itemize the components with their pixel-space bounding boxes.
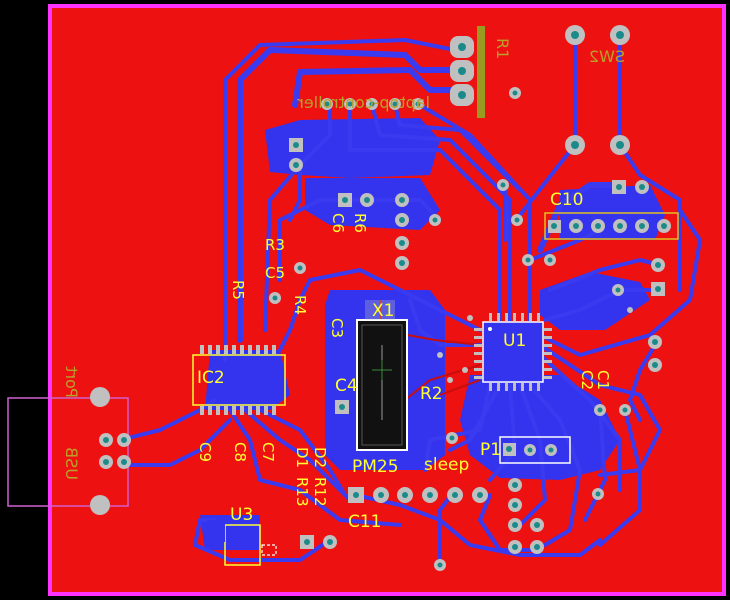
label-u1: U1 bbox=[503, 331, 526, 351]
u1-pin bbox=[497, 313, 500, 321]
board-outline bbox=[48, 4, 726, 596]
label-r5: R5 bbox=[229, 280, 247, 300]
u1-chip-footprint bbox=[482, 321, 544, 383]
ic2-pin bbox=[232, 345, 236, 354]
label-c5: C5 bbox=[265, 264, 285, 282]
ic2-chip-footprint bbox=[192, 354, 286, 406]
u1-pin bbox=[521, 383, 524, 391]
u1-pin bbox=[474, 336, 482, 339]
u1-pin bbox=[474, 352, 482, 355]
right-bottom-connector-pads bbox=[508, 478, 544, 554]
u1-pin bbox=[544, 336, 552, 339]
label-r12: R12 bbox=[311, 477, 329, 507]
u1-pin bbox=[505, 383, 508, 391]
u1-pin bbox=[474, 344, 482, 347]
ic2-pins bbox=[200, 345, 276, 415]
ic2-pin bbox=[200, 345, 204, 354]
u1-pin bbox=[513, 383, 516, 391]
label-c9: C9 bbox=[196, 442, 214, 462]
u3-regulator-footprint bbox=[207, 520, 277, 566]
ic2-pin bbox=[248, 406, 252, 415]
u1-pin bbox=[544, 360, 552, 363]
u1-pin bbox=[474, 376, 482, 379]
c10-header-pads bbox=[544, 212, 679, 240]
ic2-pin bbox=[224, 345, 228, 354]
u1-pin bbox=[489, 313, 492, 321]
label-x1: X1 bbox=[372, 301, 394, 321]
label-r2: R2 bbox=[420, 384, 443, 404]
r1-footprint bbox=[450, 26, 521, 118]
u1-pin bbox=[544, 328, 552, 331]
label-d1: D1 bbox=[293, 447, 311, 468]
usb-port-footprint bbox=[7, 387, 131, 515]
label-sleep: sleep bbox=[424, 455, 469, 475]
u1-pin bbox=[537, 313, 540, 321]
label-c6: C6 bbox=[329, 213, 347, 233]
ic2-pin bbox=[232, 406, 236, 415]
label-c8: C8 bbox=[231, 442, 249, 462]
ic2-pin bbox=[216, 345, 220, 354]
u1-pin bbox=[544, 376, 552, 379]
label-usb: USB bbox=[62, 447, 81, 480]
ic2-pin bbox=[256, 345, 260, 354]
ic2-pin bbox=[224, 406, 228, 415]
label-r4: R4 bbox=[291, 295, 309, 315]
label-c3: C3 bbox=[328, 318, 346, 338]
ic2-pin bbox=[272, 345, 276, 354]
label-d2: D2 bbox=[311, 447, 329, 468]
label-c11: C11 bbox=[348, 512, 382, 532]
label-c10: C10 bbox=[550, 190, 584, 210]
label-p1: P1 bbox=[480, 440, 501, 460]
u1-pin bbox=[529, 383, 532, 391]
label-r1: R1 bbox=[493, 38, 512, 59]
label-c2: C2 bbox=[578, 370, 596, 390]
label-c7: C7 bbox=[259, 442, 277, 462]
ic2-pin bbox=[248, 345, 252, 354]
u1-pin bbox=[537, 383, 540, 391]
vias bbox=[437, 307, 633, 383]
sw2-footprint bbox=[565, 25, 630, 155]
ic2-pin bbox=[208, 345, 212, 354]
pm25-header-pads bbox=[348, 487, 488, 503]
label-ic2: IC2 bbox=[197, 368, 225, 388]
u1-pin bbox=[544, 344, 552, 347]
header-row-pads bbox=[321, 98, 424, 110]
u1-pin bbox=[497, 383, 500, 391]
ic2-pin bbox=[272, 406, 276, 415]
u1-pin bbox=[474, 360, 482, 363]
label-r13: R13 bbox=[293, 477, 311, 507]
label-r6: R6 bbox=[351, 213, 369, 233]
label-port: Port bbox=[62, 366, 81, 398]
label-c1: C1 bbox=[594, 370, 612, 390]
u1-pin bbox=[529, 313, 532, 321]
ic2-pin bbox=[208, 406, 212, 415]
label-header-title: laptop-controller bbox=[297, 93, 430, 112]
ic2-pin bbox=[240, 406, 244, 415]
label-sw2: SW2 bbox=[589, 47, 625, 66]
label-pm25: PM25 bbox=[352, 457, 399, 477]
u1-pin bbox=[489, 383, 492, 391]
u1-pin bbox=[513, 313, 516, 321]
ic2-pin bbox=[264, 406, 268, 415]
u1-pin bbox=[474, 368, 482, 371]
ic2-pin bbox=[200, 406, 204, 415]
ic2-pin bbox=[256, 406, 260, 415]
ic2-pin bbox=[240, 345, 244, 354]
u1-pin bbox=[544, 368, 552, 371]
small-parts bbox=[269, 138, 665, 571]
u1-pin bbox=[474, 328, 482, 331]
silkscreen-labels: R1 SW2 laptop-controller C10 C6 R6 R3 C5… bbox=[62, 38, 625, 532]
p1-header-pads bbox=[499, 436, 571, 464]
label-u3: U3 bbox=[230, 505, 253, 525]
u1-pins bbox=[474, 313, 552, 391]
ic2-pin bbox=[264, 345, 268, 354]
x1-crystal-footprint bbox=[356, 300, 408, 451]
u1-pin bbox=[521, 313, 524, 321]
u1-pin bbox=[505, 313, 508, 321]
label-r3: R3 bbox=[265, 236, 285, 254]
label-c4: C4 bbox=[335, 376, 358, 396]
u1-pin bbox=[544, 352, 552, 355]
ic2-pin bbox=[216, 406, 220, 415]
